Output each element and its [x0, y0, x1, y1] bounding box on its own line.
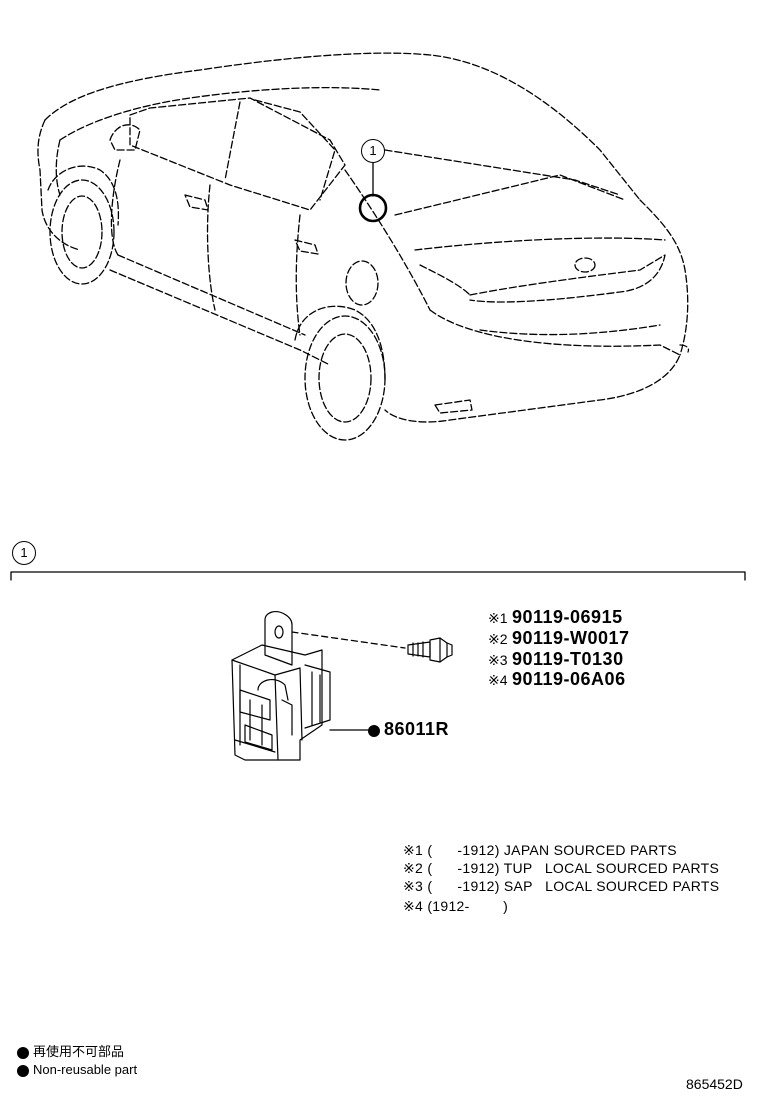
bolt-part-row-4[interactable]: ※4 90119-06A06: [488, 669, 626, 690]
note-mark: ※4: [403, 898, 424, 914]
bolt-part-mark: ※4: [488, 672, 508, 688]
bolt-part-mark: ※1: [488, 610, 508, 626]
section-ref: 1: [20, 545, 28, 560]
note-text: ( -1912) TUP LOCAL SOURCED PARTS: [427, 860, 720, 876]
module-part-drawing: [231, 611, 331, 761]
bolt-part-row-2[interactable]: ※2 90119-W0017: [488, 628, 630, 649]
note-mark: ※3: [403, 878, 424, 894]
bolt-part-row-3[interactable]: ※3 90119-T0130: [488, 649, 624, 670]
section-ref-circle: 1: [12, 541, 36, 565]
callout-ref: 1: [369, 143, 377, 158]
bolt-part-mark: ※3: [488, 652, 508, 668]
note-row-3: ※3 ( -1912) SAP LOCAL SOURCED PARTS: [403, 878, 719, 895]
bolt-part-mark: ※2: [488, 631, 508, 647]
note-mark: ※2: [403, 860, 424, 876]
note-row-2: ※2 ( -1912) TUP LOCAL SOURCED PARTS: [403, 860, 719, 877]
bolt-part-number[interactable]: 90119-T0130: [511, 649, 624, 669]
car-illustration: [37, 52, 690, 441]
note-mark: ※1: [403, 842, 424, 858]
legend-en-text: Non-reusable part: [33, 1062, 138, 1077]
non-reusable-dot-icon: [17, 1046, 29, 1059]
legend-jp: 再使用不可部品: [17, 1041, 124, 1060]
non-reusable-dot-icon: [368, 724, 380, 737]
non-reusable-dot-icon: [17, 1064, 29, 1077]
legend-jp-text: 再使用不可部品: [33, 1044, 125, 1059]
note-row-4: ※4 (1912- ): [403, 898, 508, 915]
note-text: (1912- ): [427, 898, 509, 914]
bolt-drawing: [407, 637, 453, 663]
bolt-part-number[interactable]: 90119-06915: [511, 607, 623, 627]
note-text: ( -1912) SAP LOCAL SOURCED PARTS: [427, 878, 720, 894]
bolt-part-row-1[interactable]: ※1 90119-06915: [488, 607, 623, 628]
note-row-1: ※1 ( -1912) JAPAN SOURCED PARTS: [403, 842, 677, 859]
note-text: ( -1912) JAPAN SOURCED PARTS: [427, 842, 677, 858]
diagram-code: 865452D: [686, 1076, 743, 1092]
module-part-number[interactable]: 86011R: [384, 719, 450, 739]
bolt-part-number[interactable]: 90119-06A06: [511, 669, 626, 689]
callout-circle-car[interactable]: 1: [361, 139, 385, 163]
module-part-label[interactable]: 86011R: [368, 719, 449, 740]
bolt-part-number[interactable]: 90119-W0017: [511, 628, 630, 648]
legend-en: Non-reusable part: [17, 1062, 137, 1077]
